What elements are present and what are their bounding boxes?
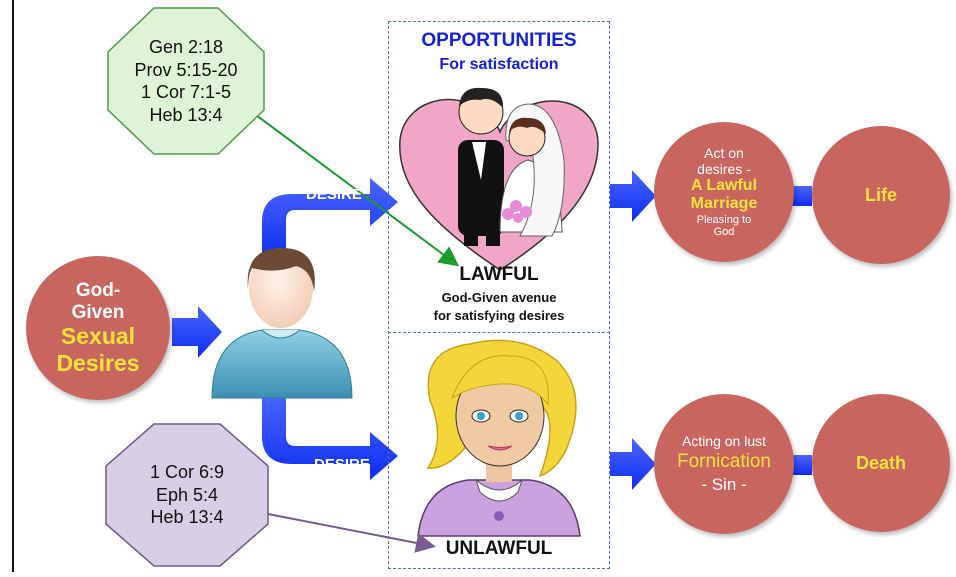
life-label: Life <box>864 184 897 205</box>
lawful-marriage-circle: Act on desires - A Lawful Marriage Pleas… <box>654 122 794 262</box>
lawful-heading: LAWFUL <box>459 264 539 285</box>
life-circle: Life <box>812 126 950 264</box>
unlawful-verses-octagon: 1 Cor 6:9 Eph 5:4 Heb 13:4 <box>104 422 270 568</box>
marriage-line2: desires - <box>697 160 751 177</box>
marriage-line1: Act on <box>704 144 744 161</box>
lawful-verse-2: Prov 5:15-20 <box>134 59 238 80</box>
source-to-person-arrow <box>172 306 222 358</box>
unlawful-verse-2: Eph 5:4 <box>155 484 219 505</box>
upper-desire-label: DESIRE <box>306 186 362 203</box>
lower-desire-label: DESIRE <box>314 456 370 473</box>
upper-desire-arrow <box>262 178 398 262</box>
opportunities-divider <box>388 332 610 333</box>
fornication-line2: Fornication <box>677 451 771 473</box>
lawful-verse-3: 1 Cor 7:1-5 <box>140 82 232 102</box>
marriage-line3: A Lawful <box>690 177 758 195</box>
marriage-to-life-arrow <box>790 186 812 206</box>
lawful-verses-octagon: Gen 2:18 Prov 5:15-20 1 Cor 7:1-5 Heb 13… <box>106 6 266 156</box>
god-given-desires-circle: God- Given Sexual Desires <box>26 256 170 400</box>
lawful-to-marriage-arrow <box>610 170 656 222</box>
marriage-line4: Marriage <box>690 195 758 213</box>
source-line2: Given <box>71 301 125 323</box>
wedding-couple-icon <box>399 87 599 271</box>
lawful-desc-line2: for satisfying desires <box>433 308 565 323</box>
opportunities-frame <box>388 21 610 569</box>
fornication-circle: Acting on lust Fornication - Sin - <box>654 394 794 534</box>
unlawful-verse-1: 1 Cor 6:9 <box>149 462 225 483</box>
death-label: Death <box>855 452 906 473</box>
blonde-woman-icon <box>417 339 581 537</box>
marriage-line6: God <box>713 226 735 239</box>
lawful-verse-4: Heb 13:4 <box>149 104 223 125</box>
source-line4: Desires <box>56 349 140 376</box>
marriage-line5: Pleasing to <box>696 213 752 226</box>
lawful-verse-1: Gen 2:18 <box>148 37 224 57</box>
branch-arrows <box>262 178 398 480</box>
lawful-desc-line1: God-Given avenue <box>441 290 557 305</box>
opportunities-subtitle: For satisfaction <box>439 56 559 73</box>
unlawful-verse-3: Heb 13:4 <box>150 507 224 528</box>
source-line1: God- <box>75 279 121 301</box>
fornication-line3: - Sin - <box>701 475 747 495</box>
octagon-shape-purple <box>105 423 269 567</box>
source-line3: Sexual <box>60 323 136 350</box>
unlawful-to-fornication-arrow <box>610 438 656 490</box>
fornication-to-death-arrow <box>790 455 812 475</box>
unlawful-heading: UNLAWFUL <box>445 538 553 559</box>
fornication-line1: Acting on lust <box>681 433 767 450</box>
death-circle: Death <box>812 394 950 532</box>
left-frame-border <box>0 0 14 572</box>
unlawful-verses-connector <box>267 513 436 553</box>
lower-desire-arrow <box>262 392 398 480</box>
opportunities-header: OPPORTUNITIES For satisfaction <box>388 30 610 74</box>
opportunities-title: OPPORTUNITIES <box>421 30 577 51</box>
lawful-block: LAWFUL God-Given avenue for satisfying d… <box>388 264 610 323</box>
person-icon <box>211 248 353 399</box>
octagon-shape-green <box>107 7 265 155</box>
lawful-verses-connector <box>251 111 460 267</box>
